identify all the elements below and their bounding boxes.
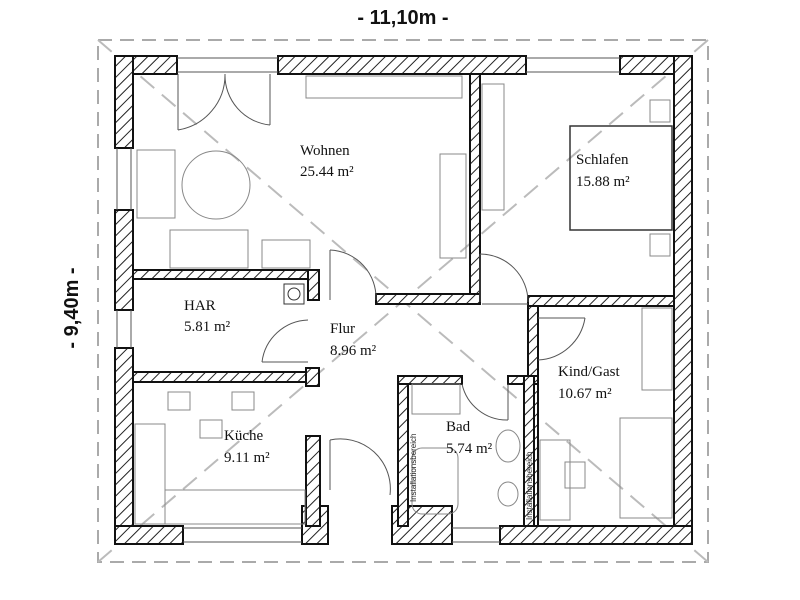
- door-swings: [177, 73, 586, 496]
- room-har: HAR 5.81 m²: [184, 298, 231, 335]
- room-kind-gast: Kind/Gast 10.67 m²: [558, 364, 620, 402]
- room-area: 8.96 m²: [330, 343, 377, 359]
- room-name: Flur: [330, 321, 355, 337]
- room-flur: Flur 8.96 m²: [330, 321, 377, 359]
- room-wohnen: Wohnen 25.44 m²: [300, 143, 354, 180]
- interior-walls: [132, 73, 675, 527]
- room-area: 15.88 m²: [576, 174, 630, 190]
- room-area: 25.44 m²: [300, 164, 354, 180]
- room-name: HAR: [184, 298, 216, 314]
- exterior-walls: [114, 55, 693, 545]
- outer-dashed-outline: [97, 39, 709, 563]
- room-name: Bad: [446, 419, 471, 435]
- room-schlafen: Schlafen 15.88 m²: [576, 152, 630, 190]
- boiler-icon: [283, 283, 305, 305]
- furniture: [134, 75, 673, 525]
- installation-label-right: Installationsbereich: [525, 452, 534, 520]
- room-name: Schlafen: [576, 152, 629, 168]
- room-kueche: Küche 9.11 m²: [224, 428, 270, 466]
- windows: [116, 57, 620, 543]
- room-area: 5.81 m²: [184, 319, 231, 335]
- room-name: Küche: [224, 428, 263, 444]
- height-dimension: - 9,40m -: [61, 267, 83, 348]
- room-bad: Bad 5.74 m²: [446, 419, 493, 457]
- bed: [569, 125, 673, 231]
- room-area: 10.67 m²: [558, 386, 612, 402]
- width-dimension: - 11,10m -: [357, 7, 448, 29]
- room-name: Kind/Gast: [558, 364, 620, 380]
- room-area: 9.11 m²: [224, 450, 270, 466]
- room-area: 5.74 m²: [446, 441, 493, 457]
- installation-label-left: Installationsbereich: [409, 434, 418, 502]
- room-name: Wohnen: [300, 143, 350, 159]
